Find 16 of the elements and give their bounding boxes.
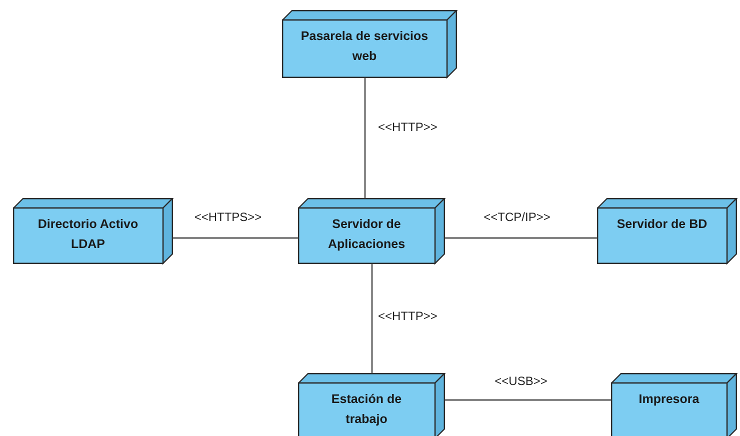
- node-label: Directorio Activo LDAP: [36, 216, 140, 253]
- node-label: Estación de trabajo: [330, 391, 403, 428]
- edge-label: <<USB>>: [492, 374, 550, 388]
- connector-line: [173, 237, 298, 239]
- node-label: Pasarela de servicios web: [300, 28, 430, 65]
- node-label: Servidor de BD: [616, 216, 708, 233]
- node-label: Servidor de Aplicaciones: [326, 216, 406, 253]
- connector-line: [445, 237, 597, 239]
- connector-line: [364, 78, 366, 198]
- edge-label: <<HTTPS>>: [192, 210, 264, 224]
- edge-label: <<TCP/IP>>: [482, 210, 552, 224]
- edge-label: <<HTTP>>: [376, 309, 440, 323]
- node-label: Impresora: [638, 391, 700, 408]
- connector-line: [371, 264, 373, 373]
- connector-line: [445, 399, 611, 401]
- edge-label: <<HTTP>>: [376, 120, 440, 134]
